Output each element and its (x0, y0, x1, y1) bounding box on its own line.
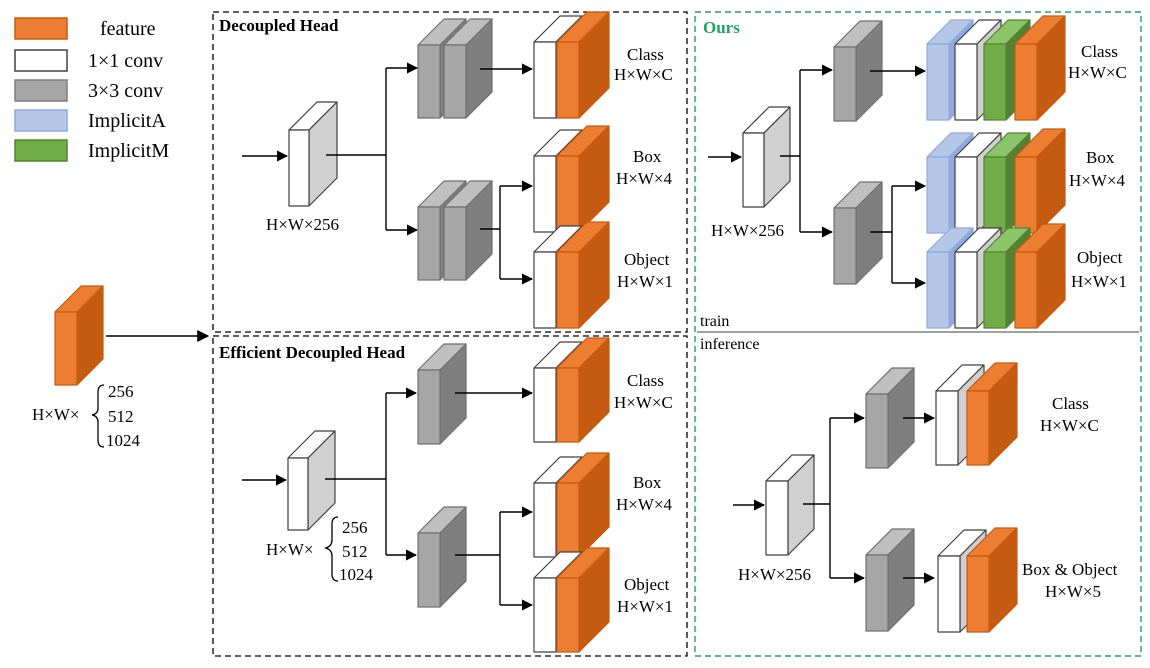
ours-infer-boxobj-feature (966, 527, 1018, 633)
ours-infer-branch (803, 418, 831, 578)
ours-train-branch (780, 70, 801, 232)
ours-infer-boxobj-dim: H×W×5 (1045, 582, 1101, 601)
input-channel-1024: 1024 (106, 431, 141, 450)
decoupled-panel-title: Decoupled Head (219, 16, 339, 35)
ours-panel-title: Ours (703, 18, 740, 37)
implicita-swatch (14, 109, 68, 132)
input-feature: H×W× 256 512 1024 (32, 285, 210, 450)
input-feature-block (54, 285, 104, 386)
eh-channel-256: 256 (342, 518, 368, 537)
input-channel-512: 512 (108, 407, 134, 426)
eh-branch-line (325, 393, 387, 555)
ours-infer-reg-conv3x3 (865, 528, 915, 632)
legend-label-implicitm: ImplicitM (88, 140, 169, 162)
implicitm-swatch (14, 139, 68, 162)
ours-train-box-name: Box (1086, 148, 1115, 167)
ours-infer-input-dim: H×W×256 (738, 565, 811, 584)
ours-panel-border (694, 11, 1142, 657)
train-label: train (700, 313, 729, 330)
inference-label: inference (700, 336, 760, 353)
ours-train-class-feature (1014, 15, 1066, 121)
dh-class-conv3x3-b (443, 18, 493, 119)
conv1x1-swatch (14, 49, 68, 72)
ours-train-class-name: Class (1081, 42, 1118, 61)
efficient-panel-border (212, 335, 688, 657)
legend-label-implicita: ImplicitA (88, 110, 166, 132)
eh-obj-feature (556, 547, 610, 653)
eh-class-feature (556, 337, 610, 443)
feature-swatch (14, 17, 68, 40)
input-dim-prefix: H×W× (32, 405, 80, 424)
legend-label-conv1x1: 1×1 conv (88, 50, 163, 72)
dh-out-class-dim: H×W×C (614, 65, 673, 84)
legend: feature 1×1 conv 3×3 conv ImplicitA Impl… (14, 17, 169, 162)
conv3x3-swatch (14, 79, 68, 102)
eh-channel-1024: 1024 (339, 565, 374, 584)
eh-channel-512: 512 (342, 542, 368, 561)
dh-out-obj-dim: H×W×1 (617, 272, 673, 291)
dh-class-feature (556, 11, 610, 119)
ours-train-class-dim: H×W×C (1068, 63, 1127, 82)
ours-train-box-dim: H×W×4 (1069, 171, 1125, 190)
dh-reg-conv3x3-b (443, 180, 493, 281)
eh-out-class-dim: H×W×C (614, 393, 673, 412)
ours-infer-class-feature (966, 362, 1018, 466)
decoupled-panel-border (212, 11, 688, 333)
dh-box-feature (556, 125, 610, 233)
dh-branch-line (326, 68, 387, 230)
ours-train-box-feature (1014, 128, 1066, 234)
eh-out-obj-dim: H×W×1 (617, 597, 673, 616)
ours-infer-class-dim: H×W×C (1040, 416, 1099, 435)
eh-input-dim-prefix: H×W× (266, 540, 314, 559)
input-channel-256: 256 (108, 382, 134, 401)
ours-train-class-conv3x3 (833, 20, 883, 122)
eh-out-box-name: Box (633, 473, 662, 492)
ours-train-input-dim: H×W×256 (711, 221, 784, 240)
efficient-head-panel: Efficient Decoupled Head H×W× 256 512 10… (212, 335, 688, 657)
eh-out-box-dim: H×W×4 (616, 495, 672, 514)
ours-train-obj-feature (1014, 223, 1066, 329)
dh-out-box-name: Box (633, 147, 662, 166)
ours-infer-class-name: Class (1052, 394, 1089, 413)
eh-input-conv1x1 (287, 430, 336, 531)
eh-reg-conv3x3 (417, 506, 467, 608)
legend-label-conv3x3: 3×3 conv (88, 80, 163, 102)
ours-infer-boxobj-name: Box & Object (1022, 560, 1118, 579)
eh-branch-boxobj (455, 512, 501, 605)
dh-input-dim: H×W×256 (266, 215, 339, 234)
ours-train-branch-boxobj (870, 186, 893, 283)
dh-branch-boxobj (480, 186, 501, 279)
ours-infer-class-conv3x3 (865, 367, 915, 469)
ours-infer-input-conv1x1 (765, 454, 815, 556)
eh-brace (323, 516, 339, 582)
ours-train-reg-conv3x3 (833, 181, 883, 285)
efficient-panel-title: Efficient Decoupled Head (219, 343, 406, 362)
ours-train-obj-name: Object (1077, 248, 1123, 267)
eh-out-class-name: Class (627, 371, 664, 390)
eh-out-obj-name: Object (624, 575, 670, 594)
dh-out-class-name: Class (627, 45, 664, 64)
dh-obj-feature (556, 221, 610, 329)
dh-input-conv1x1 (288, 101, 338, 207)
eh-class-conv3x3 (417, 343, 467, 445)
ours-train-input-conv1x1 (742, 106, 791, 208)
ours-train-obj-dim: H×W×1 (1071, 272, 1127, 291)
decoupled-head-panel: Decoupled Head H×W×256 Class H×W×C Box H… (212, 11, 688, 333)
ours-panel: Ours train inference H×W×256 Class H×W×C… (694, 11, 1142, 657)
legend-label-feature: feature (100, 18, 156, 40)
input-brace (91, 384, 105, 448)
dh-out-obj-name: Object (624, 250, 670, 269)
dh-out-box-dim: H×W×4 (616, 169, 672, 188)
